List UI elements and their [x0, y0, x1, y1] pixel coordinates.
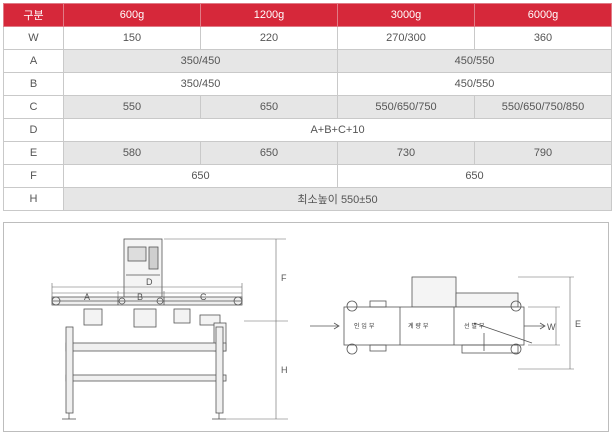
table-cell: 790	[474, 141, 612, 165]
table-cell: 최소높이 550±50	[63, 187, 612, 211]
row-label: F	[3, 164, 64, 188]
dim-label-b: B	[137, 292, 143, 302]
table-cell: 550	[63, 95, 201, 119]
table-cell: 730	[337, 141, 475, 165]
table-cell: 450/550	[337, 49, 612, 73]
table-row: A 350/450 450/550	[3, 49, 612, 73]
header-cell: 6000g	[474, 3, 612, 27]
dim-label-d: D	[146, 277, 153, 287]
table-row: F 650 650	[3, 164, 612, 188]
header-cell: 3000g	[337, 3, 475, 27]
machine-drawing-panel: D A B C F H	[3, 222, 609, 432]
header-cell: 1200g	[200, 3, 338, 27]
table-cell: 650	[200, 141, 338, 165]
table-cell: 650	[63, 164, 338, 188]
table-cell: 650	[337, 164, 612, 188]
frame-bottom-rail	[65, 374, 227, 382]
table-header-row: 구분 600g 1200g 3000g 6000g	[3, 3, 612, 27]
frame-leg	[65, 326, 74, 414]
dim-label-h: H	[281, 365, 288, 375]
row-label: C	[3, 95, 64, 119]
table-cell: 580	[63, 141, 201, 165]
table-cell: 360	[474, 26, 612, 50]
table-cell: 450/550	[337, 72, 612, 96]
side-view	[51, 238, 288, 420]
dim-label-f: F	[281, 273, 287, 283]
machine-drawing: D A B C F H	[51, 238, 581, 420]
table-cell: 650	[200, 95, 338, 119]
table-cell: 270/300	[337, 26, 475, 50]
frame-top-rail	[65, 342, 227, 352]
keypad	[148, 246, 159, 270]
zone-label-sorting: 선 별 부	[464, 322, 485, 330]
frame-leg	[215, 326, 224, 414]
table-row: D A+B+C+10	[3, 118, 612, 142]
dim-label-e: E	[575, 319, 581, 329]
dim-label-c: C	[200, 292, 207, 302]
table-cell: 150	[63, 26, 201, 50]
dim-label-a: A	[84, 292, 90, 302]
table-row: H 최소높이 550±50	[3, 187, 612, 211]
table-cell: 350/450	[63, 72, 338, 96]
display-screen	[127, 246, 147, 262]
top-view	[310, 276, 574, 370]
dim-label-w: W	[547, 322, 556, 332]
row-label: W	[3, 26, 64, 50]
table-row: C 550 650 550/650/750 550/650/750/850	[3, 95, 612, 119]
zone-label-infeed: 인 입 부	[354, 322, 375, 330]
row-label: E	[3, 141, 64, 165]
table-cell: 350/450	[63, 49, 338, 73]
row-label: A	[3, 49, 64, 73]
table-cell: 550/650/750	[337, 95, 475, 119]
header-cell: 구분	[3, 3, 64, 27]
row-label: D	[3, 118, 64, 142]
table-row: E 580 650 730 790	[3, 141, 612, 165]
row-label: B	[3, 72, 64, 96]
top-conveyor	[343, 306, 525, 346]
table-cell: A+B+C+10	[63, 118, 612, 142]
row-label: H	[3, 187, 64, 211]
table-row: W 150 220 270/300 360	[3, 26, 612, 50]
header-cell: 600g	[63, 3, 201, 27]
table-cell: 550/650/750/850	[474, 95, 612, 119]
zone-label-weighing: 계 량 부	[408, 322, 429, 330]
spec-table: 구분 600g 1200g 3000g 6000g W 150 220 270/…	[3, 3, 612, 211]
table-cell: 220	[200, 26, 338, 50]
table-row: B 350/450 450/550	[3, 72, 612, 96]
